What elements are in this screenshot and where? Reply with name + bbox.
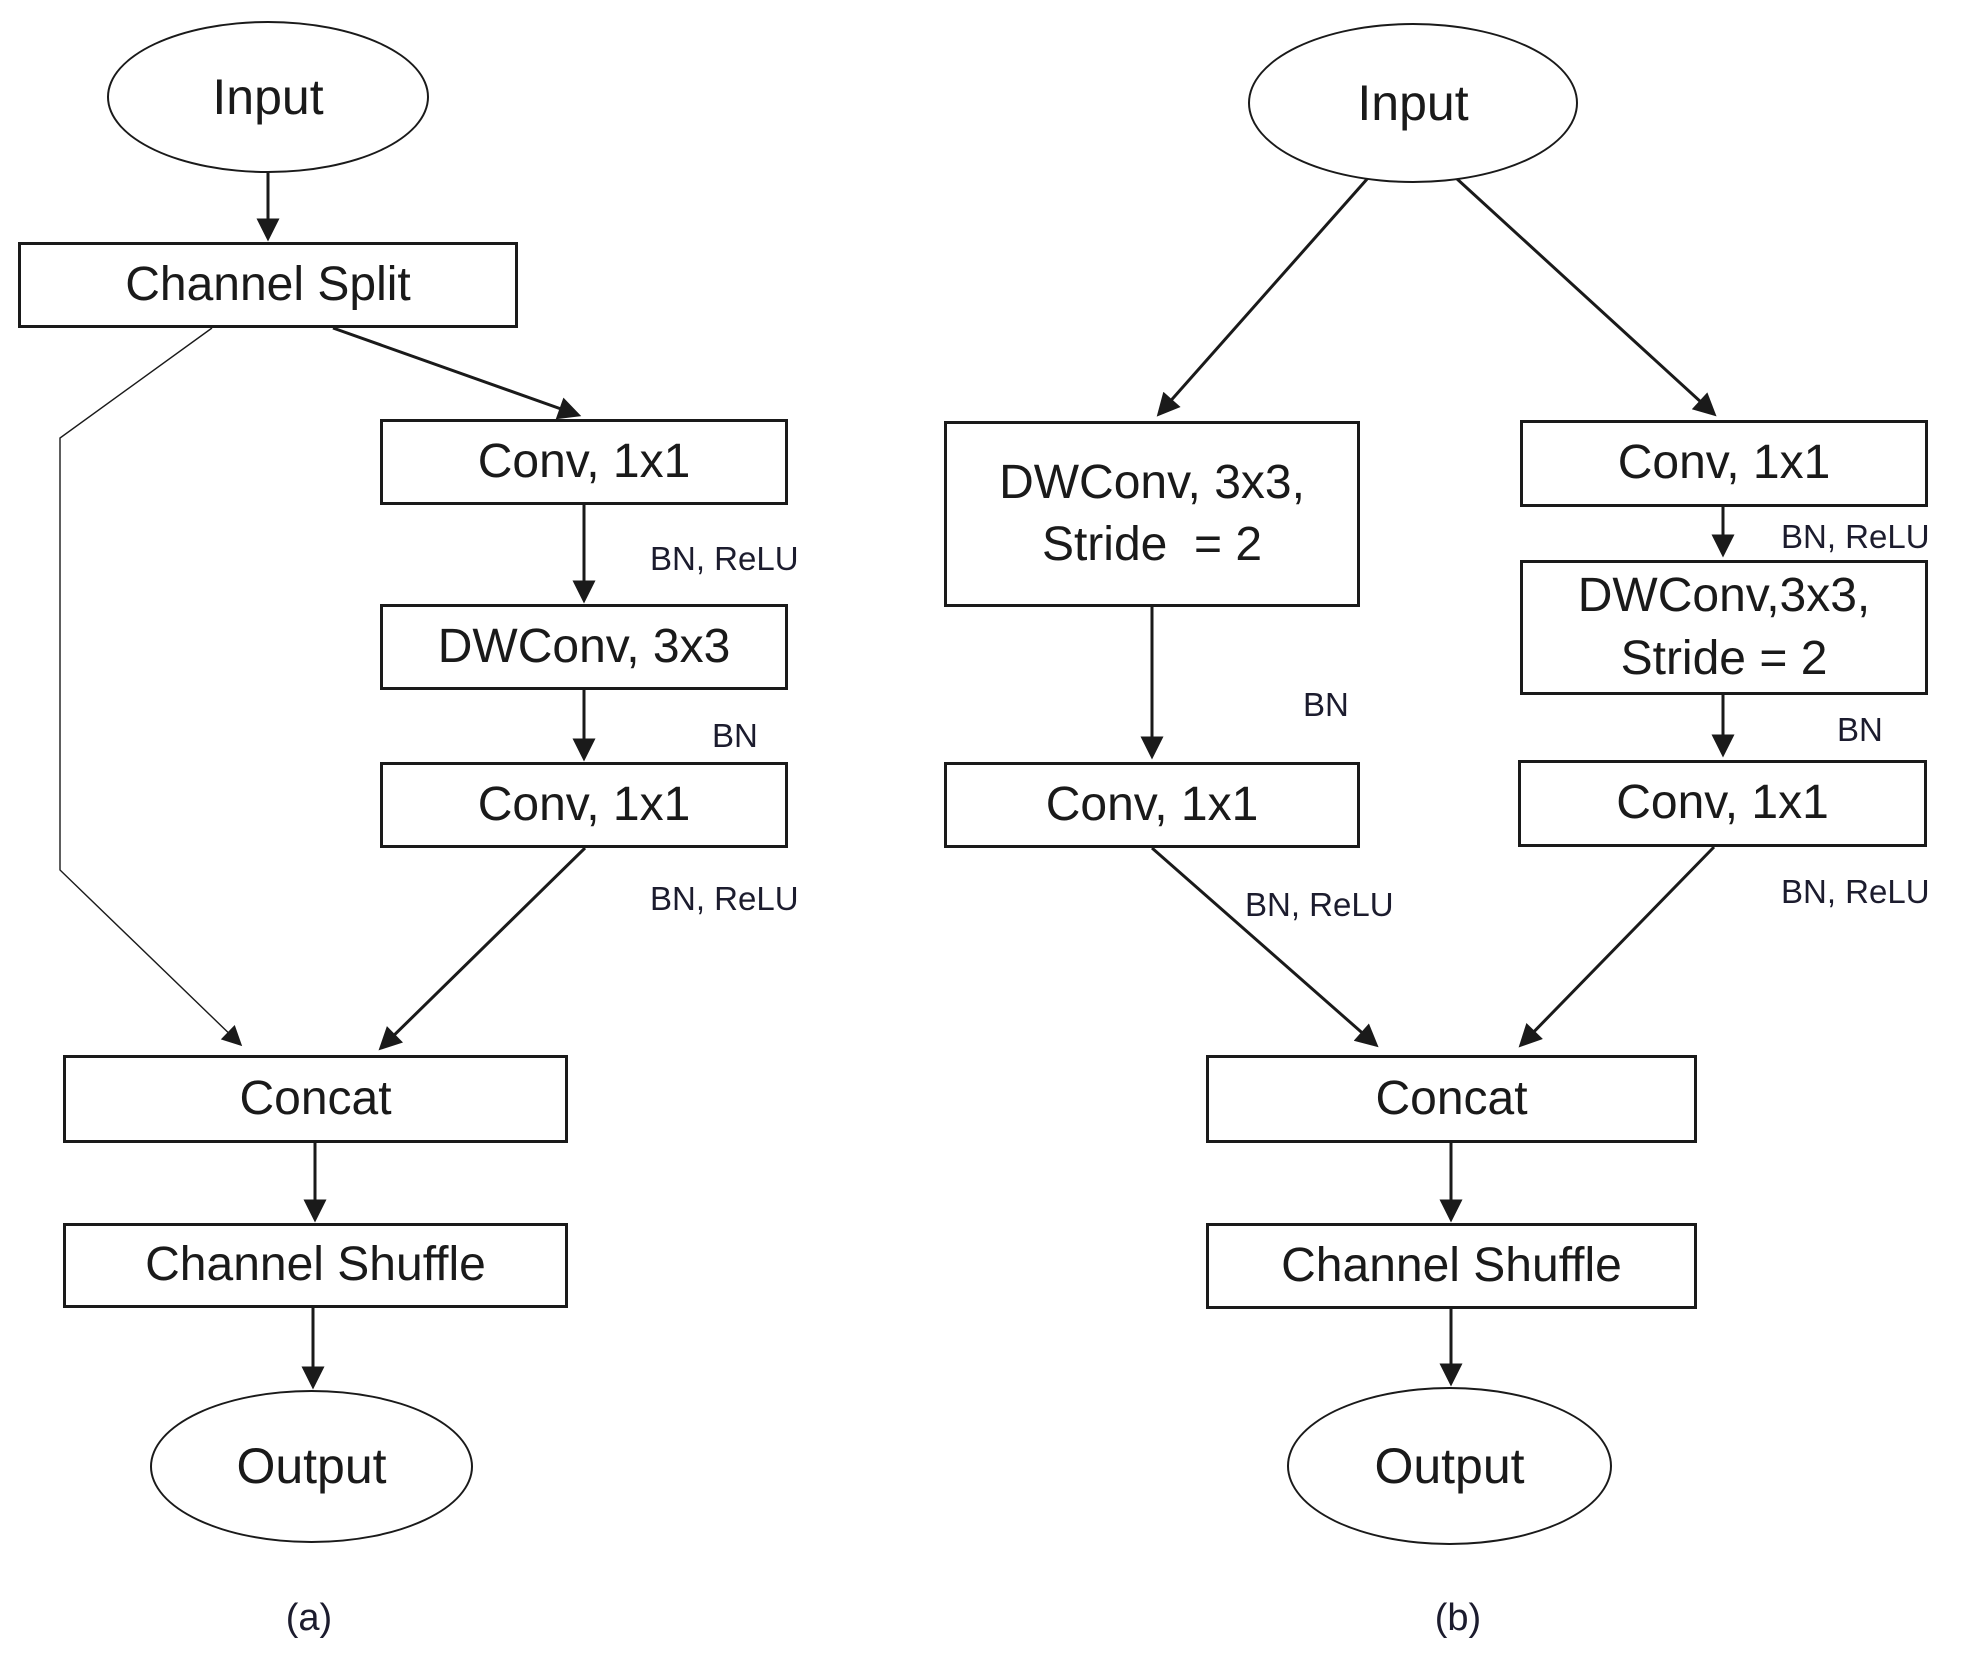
a-concat-label: Concat bbox=[239, 1071, 392, 1125]
arrow-b-conv2-right-to-concat bbox=[1518, 845, 1716, 1048]
b-left-dwconv-note: BN bbox=[1303, 686, 1349, 723]
b-right-conv1-label: Conv, 1x1 bbox=[1617, 436, 1831, 490]
b-input-label: Input bbox=[1357, 74, 1469, 131]
b-right-dwconv-note: BN bbox=[1837, 711, 1883, 748]
arrow-b-input-to-dwconv-left bbox=[1156, 177, 1370, 417]
arrow-a-channel-split-to-conv1 bbox=[332, 326, 582, 420]
a-input-ellipse: Input bbox=[107, 21, 429, 173]
a-output-ellipse: Output bbox=[150, 1390, 473, 1543]
b-channel-shuffle-label: Channel Shuffle bbox=[1281, 1238, 1622, 1292]
a-conv2-note: BN, ReLU bbox=[650, 880, 799, 917]
b-left-dwconv-line2: Stride = 2 bbox=[1041, 518, 1263, 571]
b-left-dwconv-box: DWConv, 3x3, Stride = 2 bbox=[944, 421, 1360, 607]
a-input-label: Input bbox=[212, 68, 324, 125]
b-output-label: Output bbox=[1374, 1437, 1525, 1494]
a-conv1-box: Conv, 1x1 bbox=[380, 419, 788, 505]
b-concat-box: Concat bbox=[1206, 1055, 1697, 1143]
a-channel-split-label: Channel Split bbox=[125, 257, 411, 311]
a-dwconv-box: DWConv, 3x3 bbox=[380, 604, 788, 690]
b-concat-label: Concat bbox=[1375, 1071, 1528, 1125]
b-right-conv2-label: Conv, 1x1 bbox=[1616, 776, 1829, 830]
b-left-conv-box: Conv, 1x1 bbox=[944, 762, 1360, 848]
b-right-dwconv-box: DWConv,3x3, Stride = 2 bbox=[1520, 560, 1928, 695]
b-channel-shuffle-box: Channel Shuffle bbox=[1206, 1223, 1697, 1309]
b-left-dwconv-line1: DWConv, 3x3, bbox=[999, 455, 1305, 509]
a-dwconv-note: BN bbox=[712, 717, 758, 754]
b-right-conv1-box: Conv, 1x1 bbox=[1520, 420, 1928, 507]
b-caption: (b) bbox=[1434, 1597, 1482, 1639]
a-concat-box: Concat bbox=[63, 1055, 568, 1143]
b-right-conv2-note: BN, ReLU bbox=[1781, 873, 1930, 910]
b-left-conv-label: Conv, 1x1 bbox=[1045, 777, 1259, 831]
b-right-dwconv-line1: DWConv,3x3, bbox=[1577, 569, 1871, 623]
b-right-conv1-note: BN, ReLU bbox=[1781, 518, 1930, 555]
b-left-conv-note: BN, ReLU bbox=[1245, 886, 1394, 923]
b-right-conv2-box: Conv, 1x1 bbox=[1518, 760, 1927, 847]
arrow-a-conv2-to-concat bbox=[378, 846, 587, 1051]
arrow-b-input-to-conv-right bbox=[1454, 176, 1717, 417]
b-input-ellipse: Input bbox=[1248, 23, 1578, 183]
a-channel-shuffle-box: Channel Shuffle bbox=[63, 1223, 568, 1308]
a-dwconv-label: DWConv, 3x3 bbox=[437, 619, 731, 673]
arrow-a-identity-branch bbox=[59, 327, 243, 1047]
b-right-dwconv-line2: Stride = 2 bbox=[1620, 631, 1828, 685]
a-output-label: Output bbox=[236, 1438, 387, 1494]
a-conv2-label: Conv, 1x1 bbox=[477, 777, 691, 831]
a-channel-split-box: Channel Split bbox=[18, 242, 518, 328]
a-conv1-label: Conv, 1x1 bbox=[477, 434, 691, 488]
a-caption: (a) bbox=[285, 1597, 333, 1639]
arrow-b-conv-left-to-concat bbox=[1151, 846, 1379, 1048]
b-output-ellipse: Output bbox=[1287, 1387, 1612, 1545]
a-conv2-box: Conv, 1x1 bbox=[380, 762, 788, 848]
a-channel-shuffle-label: Channel Shuffle bbox=[145, 1238, 486, 1292]
a-conv1-note: BN, ReLU bbox=[650, 540, 799, 577]
